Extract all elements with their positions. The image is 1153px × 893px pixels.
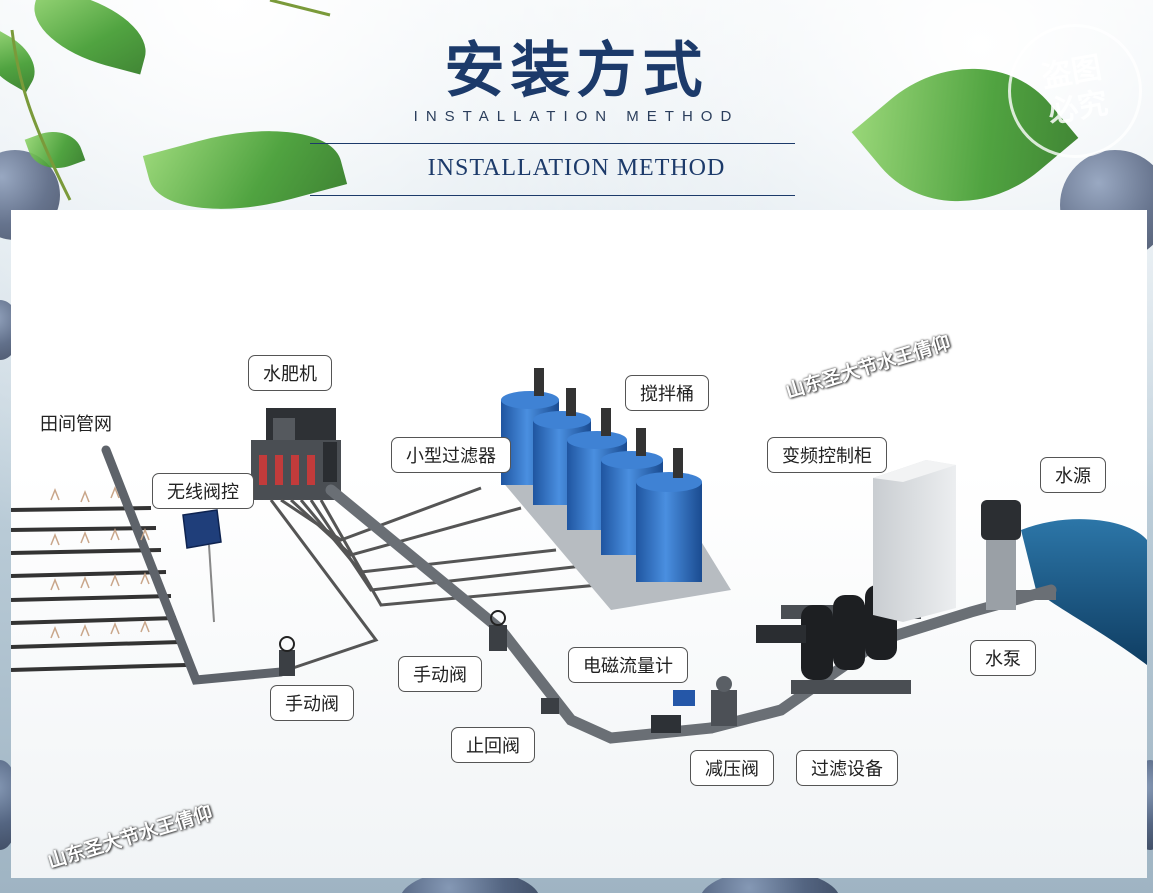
flow-meter: [651, 690, 695, 733]
label-pump: 水泵: [970, 640, 1036, 676]
page-title: 安装方式: [444, 36, 709, 106]
label-field-network: 田间管网: [40, 414, 112, 435]
solar-panel: [182, 509, 222, 623]
label-manual-valve-left: 手动阀: [270, 685, 354, 721]
fertilizer-machine: [251, 408, 341, 500]
fertilizer-lines: [269, 486, 632, 674]
pressure-reducing-valve: [711, 676, 737, 726]
title-divider-top: [310, 143, 795, 144]
label-fertilizer-machine: 水肥机: [248, 355, 332, 391]
crop-plants: [50, 485, 150, 639]
installation-diagram: [11, 368, 1147, 744]
label-flow-meter: 电磁流量计: [568, 647, 688, 683]
field-pipe-network: [11, 506, 187, 672]
title-divider-bottom: [310, 195, 795, 196]
field-main-pipe: [101, 445, 286, 685]
vfd-cabinet: [873, 460, 956, 622]
label-pressure-reducer: 减压阀: [690, 750, 774, 786]
label-mixing-tank: 搅拌桶: [625, 375, 709, 411]
mixing-tank: [636, 448, 702, 582]
label-water-source: 水源: [1040, 457, 1106, 493]
water-pool: [1021, 519, 1147, 665]
label-filter-equipment: 过滤设备: [796, 750, 898, 786]
page-subtitle: INSTALLATION METHOD: [427, 155, 726, 181]
label-small-filter: 小型过滤器: [391, 437, 511, 473]
vine-stem: [10, 0, 331, 201]
label-manual-valve-mid: 手动阀: [398, 656, 482, 692]
manual-valve: [279, 636, 295, 676]
seal-text: 盗图必究: [1039, 50, 1111, 131]
water-pump: [981, 500, 1056, 610]
label-vfd-cabinet: 变频控制柜: [767, 437, 887, 473]
check-valve: [541, 698, 559, 714]
page-subtitle-spaced: INSTALLATION METHOD: [413, 108, 740, 125]
label-check-valve: 止回阀: [451, 727, 535, 763]
manual-valve: [489, 610, 507, 651]
label-wireless-valve: 无线阀控: [152, 473, 254, 509]
filter-equipment: [756, 585, 921, 694]
